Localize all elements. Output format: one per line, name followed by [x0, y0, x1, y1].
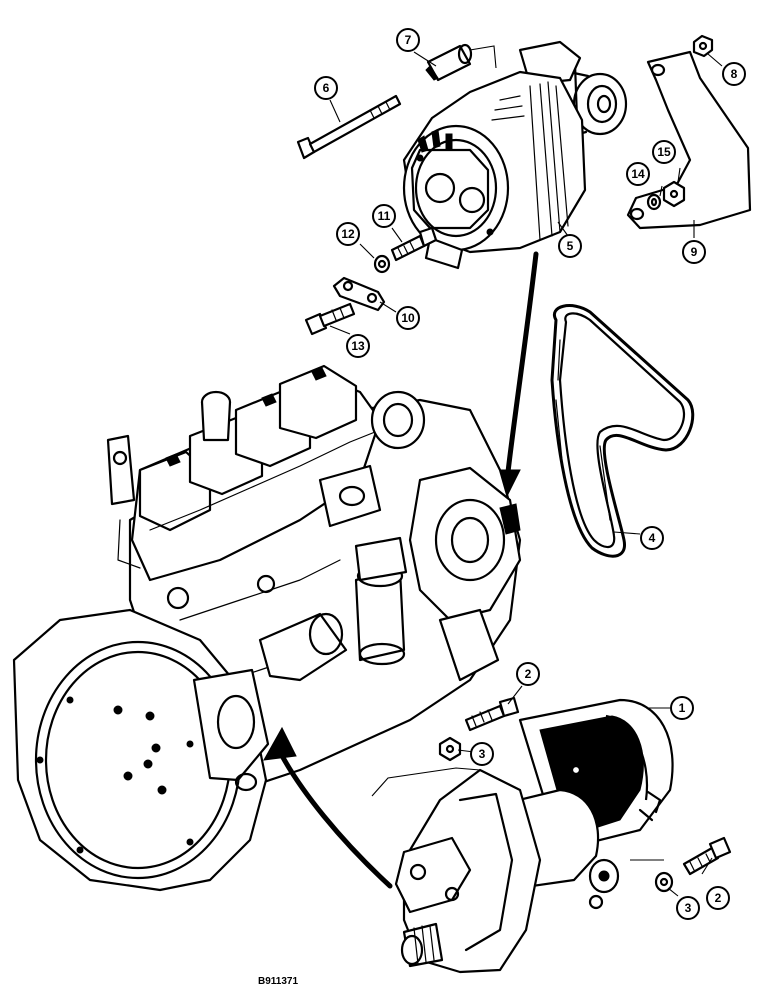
alternator-bracket — [626, 50, 752, 230]
alternator — [402, 40, 628, 270]
nut-15 — [662, 180, 686, 208]
callout-label: 13 — [351, 339, 365, 353]
callout-label: 12 — [341, 227, 355, 241]
callout-label: 5 — [567, 239, 574, 253]
callout-label: 1 — [679, 701, 686, 715]
callout-13: 13 — [346, 334, 370, 358]
washer-12 — [373, 254, 391, 274]
flywheel-housing — [12, 608, 270, 892]
callout-2-upper: 2 — [516, 662, 540, 686]
callout-label: 10 — [401, 311, 415, 325]
callout-label: 4 — [649, 531, 656, 545]
leader-lines — [329, 51, 723, 897]
callout-9: 9 — [682, 240, 706, 264]
callout-label: 14 — [631, 167, 645, 181]
callout-8: 8 — [722, 62, 746, 86]
bolt-11 — [390, 226, 438, 262]
washer-3-lower — [654, 871, 674, 893]
callout-label: 2 — [715, 891, 722, 905]
callout-label: 6 — [323, 81, 330, 95]
washer-14 — [646, 193, 662, 211]
callout-10: 10 — [396, 306, 420, 330]
install-arrow-alternator — [493, 251, 539, 500]
callout-12: 12 — [336, 222, 360, 246]
reference-code: B911371 — [258, 976, 298, 987]
callout-3-upper: 3 — [470, 742, 494, 766]
spacer-7 — [425, 43, 497, 82]
callout-11: 11 — [372, 204, 396, 228]
bolt-13 — [304, 302, 356, 336]
nut-8 — [692, 34, 714, 58]
callout-label: 2 — [525, 667, 532, 681]
drive-belt — [550, 304, 695, 558]
callout-3-lower: 3 — [676, 896, 700, 920]
callout-label: 3 — [685, 901, 692, 915]
callout-7: 7 — [396, 28, 420, 52]
callout-1: 1 — [670, 696, 694, 720]
callout-2-lower: 2 — [706, 886, 730, 910]
callout-6: 6 — [314, 76, 338, 100]
link-plate-10 — [332, 276, 386, 312]
bolt-2-upper — [464, 696, 520, 732]
callout-15: 15 — [652, 140, 676, 164]
starter-motor — [371, 698, 674, 974]
callout-4: 4 — [640, 526, 664, 550]
callout-label: 9 — [691, 245, 698, 259]
washer-3-upper — [438, 736, 462, 762]
callout-label: 15 — [657, 145, 671, 159]
callout-5: 5 — [558, 234, 582, 258]
bolt-6 — [296, 94, 402, 160]
install-arrow-starter — [263, 726, 393, 889]
bolt-2-lower — [682, 836, 732, 876]
callout-label: 3 — [479, 747, 486, 761]
callout-label: 8 — [731, 67, 738, 81]
callout-14: 14 — [626, 162, 650, 186]
callout-label: 11 — [378, 209, 391, 223]
callout-label: 7 — [405, 33, 412, 47]
